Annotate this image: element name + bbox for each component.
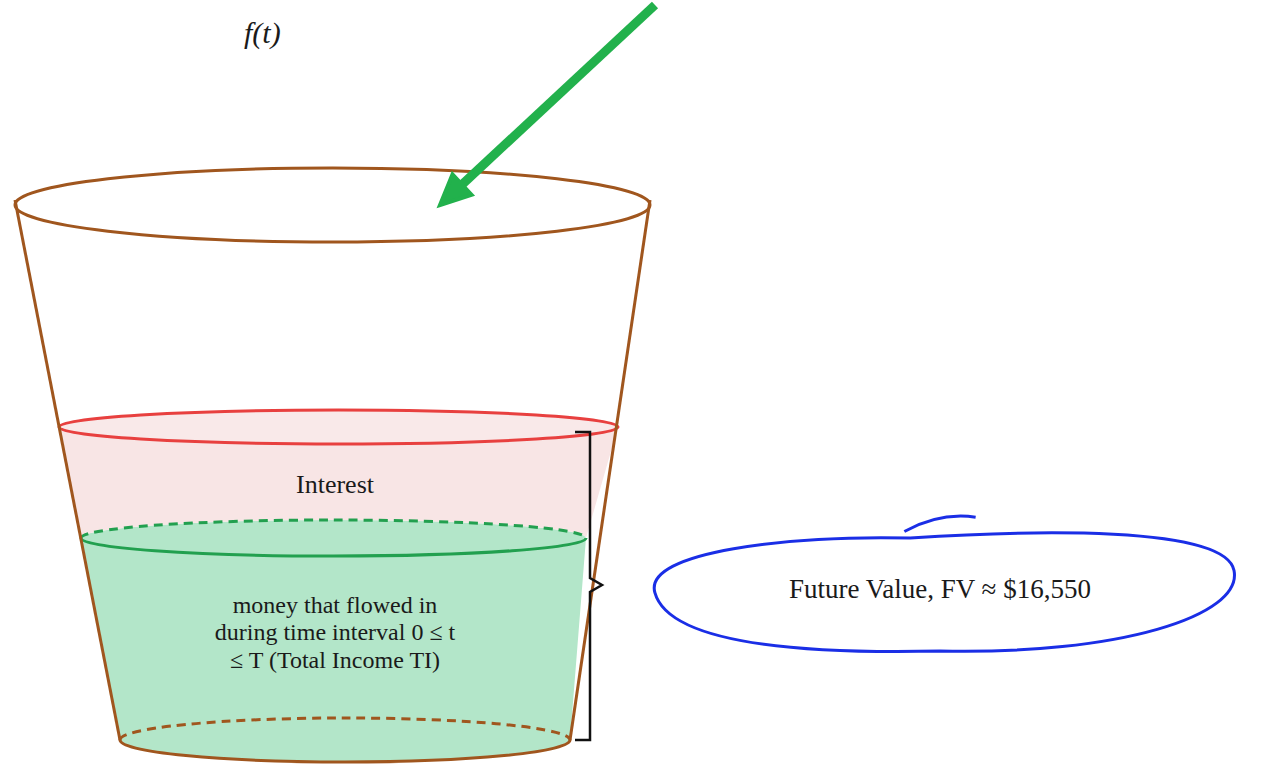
income-band: money that flowed in during time interva… (110, 566, 560, 700)
inflow-arrowhead (440, 174, 472, 205)
cup-rim (15, 168, 650, 242)
node-label: Future Value, FV ≈ $16,550 (789, 574, 1091, 605)
cup-side (15, 200, 120, 740)
income-fill (81, 520, 586, 762)
surface-ellipse (59, 410, 618, 444)
interest-fill (59, 410, 618, 538)
cloud-outline-path (654, 533, 1234, 652)
cup-bottom-front (120, 740, 570, 762)
flow-rate-label: f(t) (244, 16, 281, 50)
cup-bottom-back (120, 718, 570, 740)
cloud-flourish (904, 516, 975, 531)
node-label: Interest (296, 470, 374, 500)
inflow-arrow (462, 5, 655, 185)
node-label: money that flowed in during time interva… (210, 592, 460, 675)
income-level-front (81, 538, 586, 556)
interest-band: Interest (90, 456, 580, 514)
income-level-back (81, 520, 586, 538)
bracket (575, 432, 602, 740)
value-cloud: Future Value, FV ≈ $16,550 (643, 525, 1237, 655)
cup-side (570, 200, 650, 740)
